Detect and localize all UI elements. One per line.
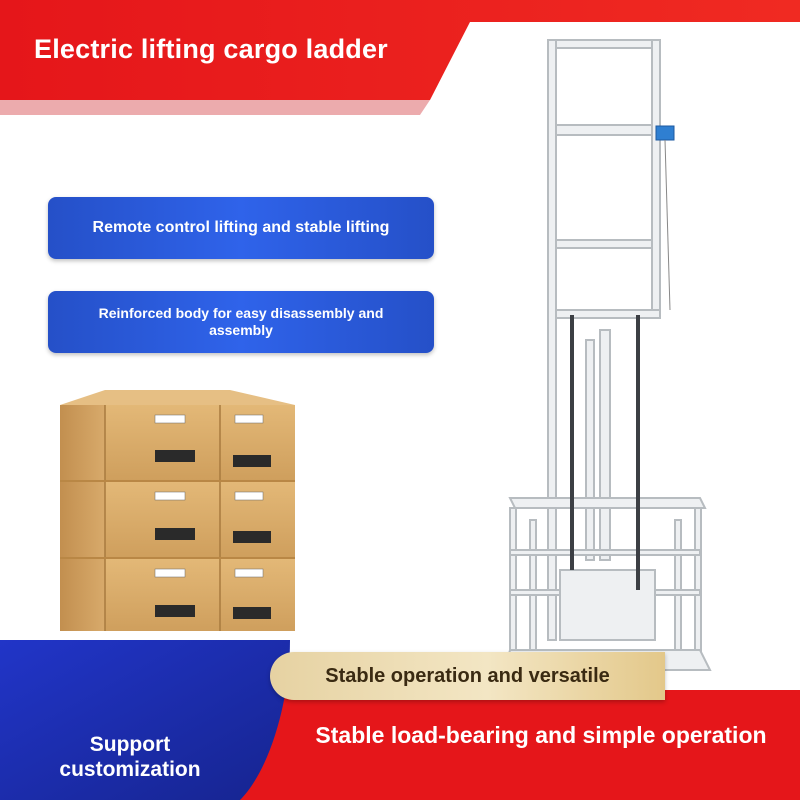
feature-reinforced-body: Reinforced body for easy disassembly and… [48,291,434,353]
support-customization-text: Support customization [59,733,201,781]
banner-shape [0,0,800,115]
page-title: Electric lifting cargo ladder [34,34,388,64]
load-bearing-text: Stable load-bearing and simple operation [315,722,767,748]
cargo-boxes-image [60,390,295,631]
highlight-badge: Stable operation and versatile [270,652,665,700]
title-banner: Electric lifting cargo ladder [0,0,800,130]
bottom-blue-shape [0,640,290,800]
feature-remote-control: Remote control lifting and stable liftin… [48,197,434,259]
cargo-lift-image [503,39,712,671]
motor-icon [655,125,675,141]
